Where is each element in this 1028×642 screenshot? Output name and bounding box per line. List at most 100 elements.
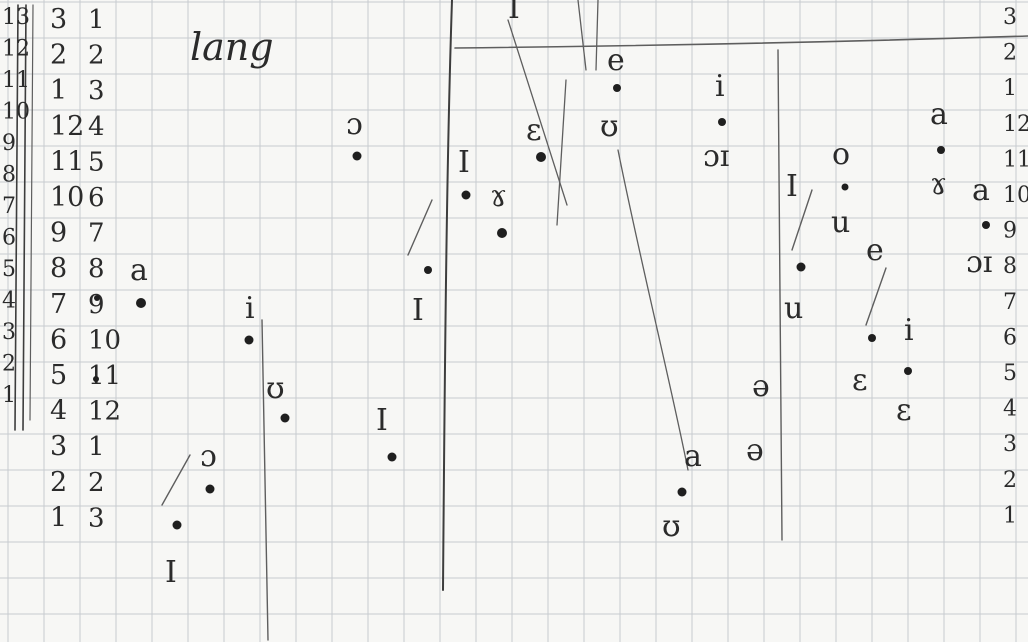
symbol-a-low: a bbox=[684, 439, 702, 474]
outer-column-number: 13 bbox=[2, 5, 30, 30]
outer-column-number: 10 bbox=[2, 100, 30, 125]
right-column-number: 2 bbox=[1003, 468, 1017, 493]
symbol-oi-far: ɔɪ bbox=[966, 245, 992, 280]
dot-a-right bbox=[937, 146, 945, 154]
pencil-lines bbox=[15, 0, 1028, 640]
outer-column-number: 4 bbox=[2, 289, 16, 314]
right-column-number: 11 bbox=[1003, 147, 1028, 172]
symbol-u-right: u bbox=[784, 291, 803, 326]
right-column-number: 12 bbox=[1003, 112, 1028, 137]
right-column-number: 5 bbox=[1003, 361, 1017, 386]
dot-gamma bbox=[497, 228, 507, 238]
column-a-number: 2 bbox=[50, 40, 67, 71]
column-b-number: 2 bbox=[88, 41, 105, 71]
right-column-number: 1 bbox=[1003, 76, 1017, 101]
outer-column-number: 1 bbox=[2, 383, 16, 408]
column-a-number: 10 bbox=[50, 182, 84, 213]
dot-u-right bbox=[797, 263, 806, 272]
outer-column-number: 11 bbox=[2, 68, 30, 93]
column-a-number: 8 bbox=[50, 253, 67, 284]
dot-i-left bbox=[245, 336, 254, 345]
sheet-title: lang bbox=[190, 25, 274, 69]
dot-upsilon-left bbox=[281, 414, 290, 423]
right-column-number: 2 bbox=[1003, 41, 1017, 66]
column-a-number: 12 bbox=[50, 111, 84, 142]
column-b-number: 9 bbox=[88, 290, 105, 320]
symbol-e-top: e bbox=[607, 43, 625, 78]
dot-i-right bbox=[904, 367, 912, 375]
symbol-cap-i-stem: I bbox=[412, 293, 424, 328]
column-a-number: 1 bbox=[50, 502, 67, 533]
symbol-gamma: ɤ bbox=[490, 179, 507, 214]
outer-column-number: 7 bbox=[2, 194, 16, 219]
dot-a-left bbox=[136, 298, 146, 308]
column-b-number: 1 bbox=[88, 5, 105, 35]
symbol-cap-i-bar: I bbox=[458, 145, 470, 180]
right-column-number: 8 bbox=[1003, 254, 1017, 279]
symbol-upsilon-left: ʊ bbox=[266, 371, 285, 406]
column-b-number: 2 bbox=[88, 468, 105, 498]
symbol-cap-i-mid: I bbox=[376, 403, 388, 438]
phonetic-symbols: a i ʊ ɔ ɔ I I I I ɤ ɛ e ʊ ɔɪ i I o u u a… bbox=[130, 0, 992, 590]
dot-cap-i-bar bbox=[462, 191, 471, 200]
column-a-number: 5 bbox=[50, 360, 67, 391]
outer-column-number: 5 bbox=[2, 257, 16, 282]
symbol-o-right: o bbox=[832, 137, 850, 172]
outer-column-number: 8 bbox=[2, 163, 16, 188]
symbol-i-top: i bbox=[715, 69, 725, 104]
dot-epsilon-top bbox=[536, 152, 546, 162]
column-b-number: 12 bbox=[88, 397, 121, 427]
outer-column-number: 9 bbox=[2, 131, 16, 156]
column-a-number: 3 bbox=[50, 431, 67, 462]
column-b-number: 10 bbox=[88, 325, 121, 355]
dot-open-o-top bbox=[353, 152, 362, 161]
column-a-number: 1 bbox=[50, 75, 67, 106]
symbol-open-o-low: ɔ bbox=[200, 439, 217, 474]
column-a-number: 4 bbox=[50, 396, 67, 427]
dot-column-11 bbox=[93, 376, 99, 382]
column-b-number: 11 bbox=[88, 361, 121, 391]
dot-column-8 bbox=[94, 295, 100, 301]
dot-i-top bbox=[718, 118, 726, 126]
column-b-number: 7 bbox=[88, 219, 105, 249]
symbol-epsilon-top: ɛ bbox=[526, 113, 542, 148]
right-column-number: 3 bbox=[1003, 5, 1017, 30]
dot-cap-i-stem bbox=[424, 266, 432, 274]
dot-cap-i-bottom-left bbox=[173, 521, 182, 530]
symbol-i-right: i bbox=[904, 313, 914, 348]
symbol-upsilon-low: ʊ bbox=[662, 509, 681, 544]
symbol-schwa-e: ə bbox=[752, 369, 770, 404]
symbol-a-left: a bbox=[130, 253, 148, 288]
column-a-number: 3 bbox=[50, 4, 67, 35]
right-column-number: 10 bbox=[1003, 183, 1028, 208]
column-b-number: 3 bbox=[88, 76, 105, 106]
symbol-e-right: e bbox=[866, 233, 884, 268]
symbol-upsilon-top: ʊ bbox=[600, 109, 619, 144]
right-column-number: 1 bbox=[1003, 503, 1017, 528]
right-column-number: 4 bbox=[1003, 397, 1017, 422]
symbol-cap-i-bottom: I bbox=[508, 0, 520, 26]
dot-e-top bbox=[613, 84, 621, 92]
column-b-number: 6 bbox=[88, 183, 105, 213]
dot-open-o-low bbox=[206, 485, 215, 494]
dot-a-low bbox=[678, 488, 687, 497]
symbol-open-o-top: ɔ bbox=[346, 107, 363, 142]
column-b-number: 4 bbox=[88, 112, 105, 142]
dot-a-far bbox=[982, 221, 990, 229]
symbol-cap-i-right: I bbox=[786, 169, 798, 204]
outer-column-number: 2 bbox=[2, 352, 16, 377]
column-a-number: 2 bbox=[50, 467, 67, 498]
symbol-cap-i-bottom-left: I bbox=[165, 555, 177, 590]
symbol-oi-top: ɔɪ bbox=[703, 139, 729, 174]
symbol-a-right: a bbox=[930, 97, 948, 132]
column-a-number: 6 bbox=[50, 324, 67, 355]
right-column-number: 6 bbox=[1003, 325, 1017, 350]
symbol-u-mid: u bbox=[831, 205, 850, 240]
symbol-a-far: a bbox=[972, 173, 990, 208]
column-a-number: 11 bbox=[50, 146, 84, 177]
symbol-gamma-right: ɤ bbox=[930, 167, 947, 202]
